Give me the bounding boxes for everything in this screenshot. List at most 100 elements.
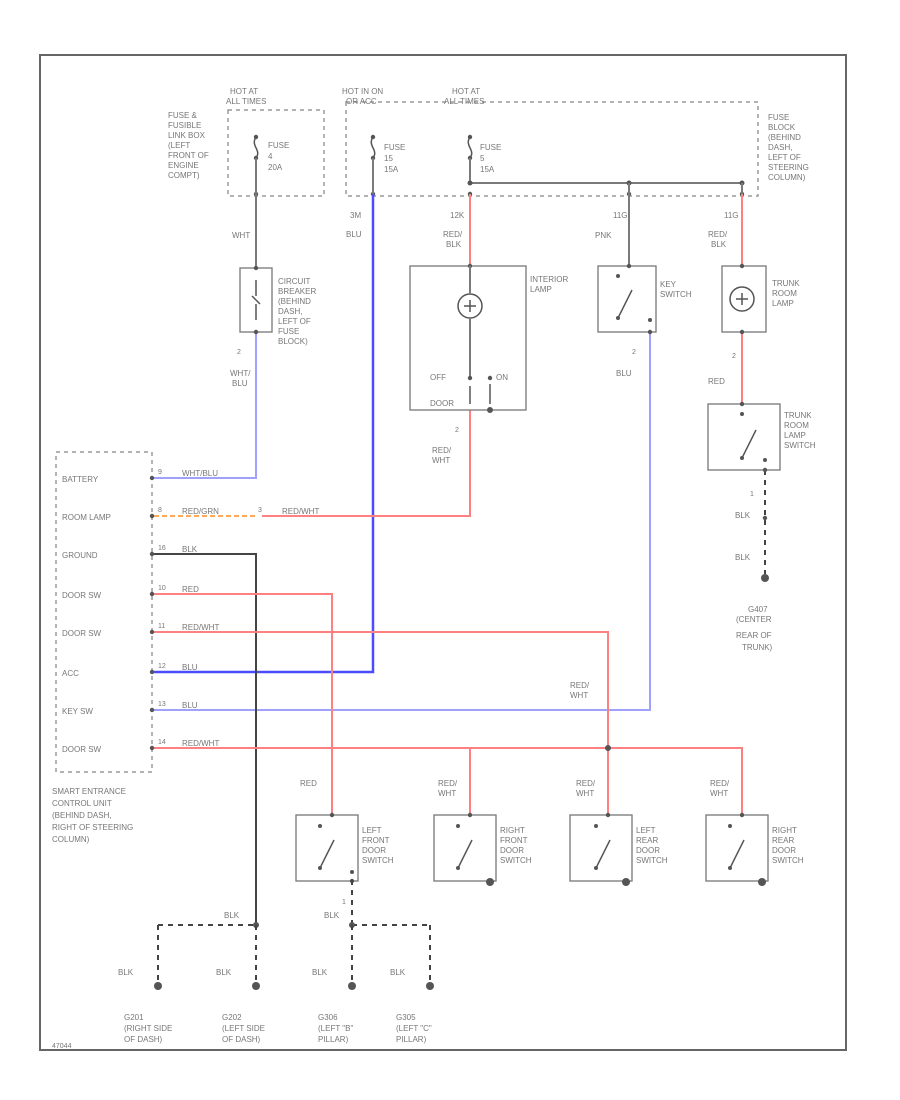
pin-label: ROOM LAMP	[62, 513, 111, 522]
svg-text:1: 1	[750, 491, 754, 498]
svg-text:11G: 11G	[724, 211, 739, 220]
hot-label-3a: HOT AT	[452, 87, 480, 96]
pin-label: DOOR SW	[62, 629, 102, 638]
svg-text:BLU: BLU	[616, 369, 632, 378]
wire-red-wht-door-14	[152, 747, 743, 815]
svg-text:REAR OF: REAR OF	[736, 631, 772, 640]
svg-text:BLK: BLK	[224, 911, 240, 920]
door-switch-name: LEFT	[362, 826, 382, 835]
key-switch: KEY SWITCH	[597, 263, 692, 335]
svg-text:TRUNK): TRUNK)	[742, 643, 773, 652]
ground-icon	[348, 982, 356, 990]
svg-text:TRUNK: TRUNK	[772, 279, 800, 288]
svg-text:RIGHT OF STEERING: RIGHT OF STEERING	[52, 823, 133, 832]
pin-number: 13	[158, 701, 166, 708]
ground-g407-desc: G407 (CENTER REAR OF TRUNK)	[736, 605, 773, 652]
svg-text:12K: 12K	[450, 211, 465, 220]
pin-number: 12	[158, 663, 166, 670]
power-source-fuse-4: HOT AT ALL TIMES FUSE 4 20A FUSE & FUSIB…	[168, 87, 325, 197]
wire-wht-blu-battery	[152, 332, 257, 479]
ground-name: (LEFT SIDE	[222, 1024, 265, 1033]
svg-text:STEERING: STEERING	[768, 163, 809, 172]
svg-text:FUSIBLE: FUSIBLE	[168, 121, 201, 130]
wire-red-door-lf	[152, 593, 333, 815]
fuse-15-name: FUSE	[384, 143, 405, 152]
interior-lamp-name-2: LAMP	[530, 285, 552, 294]
ground-name: G306	[318, 1013, 338, 1022]
svg-text:RED/: RED/	[570, 681, 590, 690]
pin-wire-color: WHT/BLU	[182, 469, 218, 478]
ground-name: OF DASH)	[222, 1035, 261, 1044]
pin-label: KEY SW	[62, 707, 93, 716]
svg-text:DASH,: DASH,	[768, 143, 792, 152]
wire-red-wht-door-lr	[152, 631, 609, 815]
pin-label: DOOR SW	[62, 591, 102, 600]
hot-label-3b: ALL TIMES	[444, 97, 484, 106]
svg-text:LEFT OF: LEFT OF	[768, 153, 801, 162]
svg-text:BREAKER: BREAKER	[278, 287, 316, 296]
fuse-15-num: 15	[384, 154, 393, 163]
ground-name: G305	[396, 1013, 416, 1022]
svg-text:ENGINE: ENGINE	[168, 161, 199, 170]
ground-wire: BLK	[390, 968, 406, 977]
svg-text:LEFT OF: LEFT OF	[278, 317, 311, 326]
svg-text:BLK: BLK	[446, 240, 462, 249]
trunk-room-lamp-switch: TRUNK ROOM LAMP SWITCH	[707, 401, 816, 473]
trunk-room-lamp: TRUNK ROOM LAMP	[721, 263, 800, 335]
pin-wire-color: RED	[182, 585, 199, 594]
circuit-breaker-desc: CIRCUIT BREAKER (BEHIND DASH, LEFT OF FU…	[278, 277, 316, 346]
svg-text:ROOM: ROOM	[784, 421, 809, 430]
svg-text:BLOCK): BLOCK)	[278, 337, 308, 346]
pin-wire-color: BLU	[182, 663, 198, 672]
pin-number: 9	[158, 469, 162, 476]
svg-text:RED: RED	[708, 377, 725, 386]
pin-label: BATTERY	[62, 475, 99, 484]
fuse-link-box-desc: FUSE & FUSIBLE LINK BOX (LEFT FRONT OF E…	[168, 111, 209, 180]
svg-text:11G: 11G	[613, 211, 628, 220]
svg-text:COMPT): COMPT)	[168, 171, 200, 180]
svg-text:SWITCH: SWITCH	[784, 441, 816, 450]
svg-text:(CENTER: (CENTER	[736, 615, 772, 624]
door-switch-name: REAR	[772, 836, 794, 845]
ground-g407-icon	[761, 574, 769, 582]
ground-icon	[426, 982, 434, 990]
door-switch-wire: WHT	[438, 789, 456, 798]
wire-red-wht-room-lamp	[262, 410, 471, 517]
door-switch-name: FRONT	[500, 836, 528, 845]
svg-text:PNK: PNK	[595, 231, 612, 240]
pin-number: 8	[158, 507, 162, 514]
wire-blu-acc	[152, 194, 375, 674]
ground-name: (LEFT "C"	[396, 1024, 432, 1033]
svg-text:(BEHIND: (BEHIND	[278, 297, 311, 306]
ground-icon	[252, 982, 260, 990]
door-switch-wire: RED/	[438, 779, 458, 788]
svg-text:(BEHIND DASH,: (BEHIND DASH,	[52, 811, 112, 820]
fuse-5-num: 5	[480, 154, 485, 163]
svg-text:SWITCH: SWITCH	[660, 290, 692, 299]
svg-text:(BEHIND: (BEHIND	[768, 133, 801, 142]
svg-text:BLOCK: BLOCK	[768, 123, 796, 132]
fuse-4-amp: 20A	[268, 163, 283, 172]
pin-wire-color: BLK	[182, 545, 198, 554]
svg-text:SMART ENTRANCE: SMART ENTRANCE	[52, 787, 126, 796]
fuse-5-amp: 15A	[480, 165, 495, 174]
circuit-breaker: CIRCUIT BREAKER (BEHIND DASH, LEFT OF FU…	[239, 265, 316, 346]
fuse-link-box-outline	[227, 109, 325, 197]
hot-label-2a: HOT IN ON	[342, 87, 383, 96]
svg-text:2: 2	[455, 427, 459, 434]
connector-wire-color: RED/WHT	[282, 507, 319, 516]
interior-lamp-off: OFF	[430, 373, 446, 382]
door-switch-wire: WHT	[710, 789, 728, 798]
svg-text:BLK: BLK	[324, 911, 340, 920]
svg-text:FUSE &: FUSE &	[168, 111, 198, 120]
svg-text:BLK: BLK	[735, 553, 751, 562]
svg-text:COLUMN): COLUMN)	[52, 835, 90, 844]
